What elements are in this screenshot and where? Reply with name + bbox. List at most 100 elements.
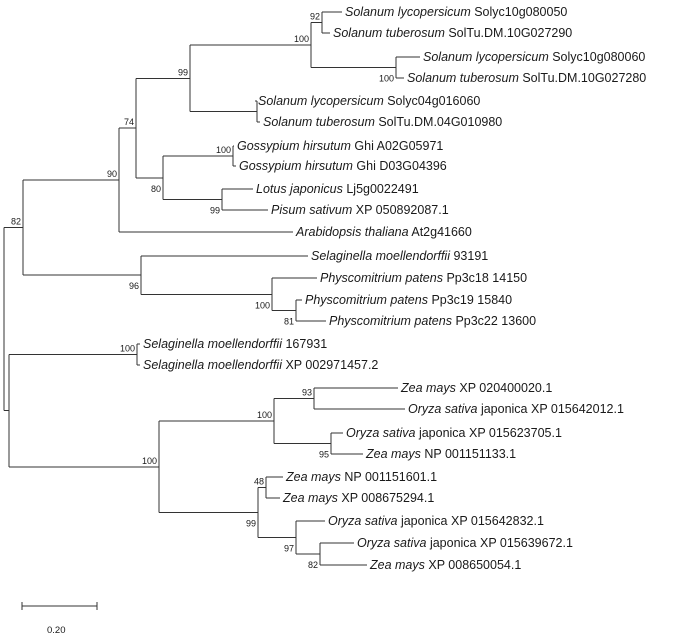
leaf-species-name: Pisum sativum — [271, 203, 352, 217]
leaf-gene-id: Pp3c22 13600 — [452, 314, 536, 328]
leaf-species-name: Oryza sativa — [328, 514, 398, 528]
leaf-species-name: Solanum lycopersicum — [423, 50, 549, 64]
leaf-species-name: Solanum lycopersicum — [345, 5, 471, 19]
leaf-label: Pisum sativum XP 050892087.1 — [271, 203, 449, 217]
bootstrap-labels: 92 100 100 99 100 99 80 74 90 81 100 96 82 100 93 95 100… — [11, 12, 394, 571]
leaf-label: Physcomitrium patens Pp3c18 14150 — [320, 271, 527, 285]
leaf-species-name: Gossypium hirsutum — [239, 159, 353, 173]
leaf-label: Zea mays XP 020400020.1 — [400, 381, 552, 395]
leaf-species-name: Arabidopsis thaliana — [295, 225, 409, 239]
leaf-label: Selaginella moellendorffii XP 002971457.… — [143, 358, 378, 372]
bootstrap-value: 93 — [302, 388, 312, 398]
leaf-labels: Solanum lycopersicum Solyc10g080050Solan… — [143, 5, 646, 572]
bootstrap-value: 99 — [210, 206, 220, 216]
bootstrap-value: 80 — [151, 184, 161, 194]
bootstrap-value: 97 — [284, 544, 294, 554]
leaf-species-name: Zea mays — [400, 381, 456, 395]
leaf-species-name: Zea mays — [365, 447, 421, 461]
leaf-gene-id: japonica XP 015623705.1 — [415, 426, 561, 440]
bootstrap-value: 90 — [107, 169, 117, 179]
leaf-gene-id: XP 050892087.1 — [352, 203, 448, 217]
bootstrap-value: 100 — [255, 300, 270, 310]
leaf-gene-id: Lj5g0022491 — [343, 182, 419, 196]
leaf-label: Gossypium hirsutum Ghi D03G04396 — [239, 159, 447, 173]
leaf-label: Solanum lycopersicum Solyc04g016060 — [258, 94, 480, 108]
leaf-species-name: Zea mays — [369, 558, 425, 572]
leaf-gene-id: 93191 — [450, 249, 488, 263]
leaf-label: Selaginella moellendorffii 93191 — [311, 249, 488, 263]
bootstrap-value: 82 — [11, 217, 21, 227]
bootstrap-value: 100 — [257, 410, 272, 420]
leaf-gene-id: SolTu.DM.10G027280 — [519, 71, 646, 85]
leaf-gene-id: Ghi D03G04396 — [353, 159, 447, 173]
bootstrap-value: 48 — [254, 477, 264, 487]
leaf-gene-id: japonica XP 015642832.1 — [397, 514, 543, 528]
leaf-species-name: Selaginella moellendorffii — [311, 249, 451, 263]
leaf-gene-id: At2g41660 — [409, 225, 472, 239]
leaf-species-name: Lotus japonicus — [256, 182, 343, 196]
scale-bar: 0.20 — [21, 602, 98, 636]
bootstrap-value: 100 — [216, 145, 231, 155]
leaf-gene-id: XP 008675294.1 — [338, 491, 434, 505]
leaf-gene-id: SolTu.DM.10G027290 — [445, 26, 572, 40]
bootstrap-value: 74 — [124, 117, 134, 127]
leaf-gene-id: Ghi A02G05971 — [351, 139, 443, 153]
leaf-species-name: Physcomitrium patens — [305, 293, 428, 307]
leaf-gene-id: japonica XP 015639672.1 — [426, 536, 572, 550]
leaf-gene-id: Solyc10g080050 — [471, 5, 568, 19]
bootstrap-value: 82 — [308, 560, 318, 570]
leaf-gene-id: Solyc04g016060 — [384, 94, 481, 108]
leaf-species-name: Solanum tuberosum — [407, 71, 519, 85]
bootstrap-value: 99 — [178, 67, 188, 77]
leaf-species-name: Zea mays — [282, 491, 338, 505]
leaf-label: Oryza sativa japonica XP 015639672.1 — [357, 536, 573, 550]
leaf-gene-id: XP 020400020.1 — [456, 381, 552, 395]
leaf-label: Solanum tuberosum SolTu.DM.10G027280 — [407, 71, 646, 85]
leaf-label: Oryza sativa japonica XP 015642832.1 — [328, 514, 544, 528]
leaf-species-name: Oryza sativa — [408, 402, 478, 416]
leaf-label: Zea mays XP 008675294.1 — [282, 491, 434, 505]
leaf-label: Oryza sativa japonica XP 015642012.1 — [408, 402, 624, 416]
bootstrap-value: 100 — [120, 344, 135, 354]
leaf-gene-id: XP 002971457.2 — [282, 358, 378, 372]
leaf-gene-id: NP 001151601.1 — [341, 470, 437, 484]
leaf-label: Zea mays NP 001151133.1 — [365, 447, 516, 461]
leaf-label: Solanum lycopersicum Solyc10g080050 — [345, 5, 567, 19]
leaf-species-name: Oryza sativa — [357, 536, 427, 550]
scale-bar-label: 0.20 — [47, 625, 66, 636]
leaf-label: Solanum tuberosum SolTu.DM.04G010980 — [263, 115, 502, 129]
bootstrap-value: 100 — [294, 34, 309, 44]
leaf-species-name: Solanum lycopersicum — [258, 94, 384, 108]
leaf-label: Zea mays XP 008650054.1 — [369, 558, 521, 572]
leaf-species-name: Selaginella moellendorffii — [143, 358, 283, 372]
leaf-label: Zea mays NP 001151601.1 — [285, 470, 437, 484]
leaf-species-name: Solanum tuberosum — [263, 115, 375, 129]
bootstrap-value: 92 — [310, 12, 320, 22]
leaf-gene-id: 167931 — [282, 337, 327, 351]
bootstrap-value: 100 — [142, 456, 157, 466]
tree-branches — [3, 11, 420, 566]
bootstrap-value: 99 — [246, 519, 256, 529]
leaf-label: Arabidopsis thaliana At2g41660 — [295, 225, 472, 239]
leaf-label: Selaginella moellendorffii 167931 — [143, 337, 327, 351]
leaf-species-name: Selaginella moellendorffii — [143, 337, 283, 351]
bootstrap-value: 96 — [129, 281, 139, 291]
leaf-label: Physcomitrium patens Pp3c22 13600 — [329, 314, 536, 328]
leaf-label: Oryza sativa japonica XP 015623705.1 — [346, 426, 562, 440]
leaf-gene-id: Solyc10g080060 — [549, 50, 646, 64]
leaf-species-name: Gossypium hirsutum — [237, 139, 351, 153]
leaf-species-name: Physcomitrium patens — [320, 271, 443, 285]
leaf-label: Solanum tuberosum SolTu.DM.10G027290 — [333, 26, 572, 40]
leaf-gene-id: japonica XP 015642012.1 — [477, 402, 623, 416]
leaf-species-name: Oryza sativa — [346, 426, 416, 440]
bootstrap-value: 95 — [319, 450, 329, 460]
leaf-gene-id: Pp3c19 15840 — [428, 293, 512, 307]
leaf-gene-id: SolTu.DM.04G010980 — [375, 115, 502, 129]
leaf-gene-id: NP 001151133.1 — [421, 447, 516, 461]
leaf-species-name: Solanum tuberosum — [333, 26, 445, 40]
leaf-label: Physcomitrium patens Pp3c19 15840 — [305, 293, 512, 307]
leaf-label: Solanum lycopersicum Solyc10g080060 — [423, 50, 645, 64]
leaf-label: Lotus japonicus Lj5g0022491 — [256, 182, 419, 196]
bootstrap-value: 81 — [284, 317, 294, 327]
